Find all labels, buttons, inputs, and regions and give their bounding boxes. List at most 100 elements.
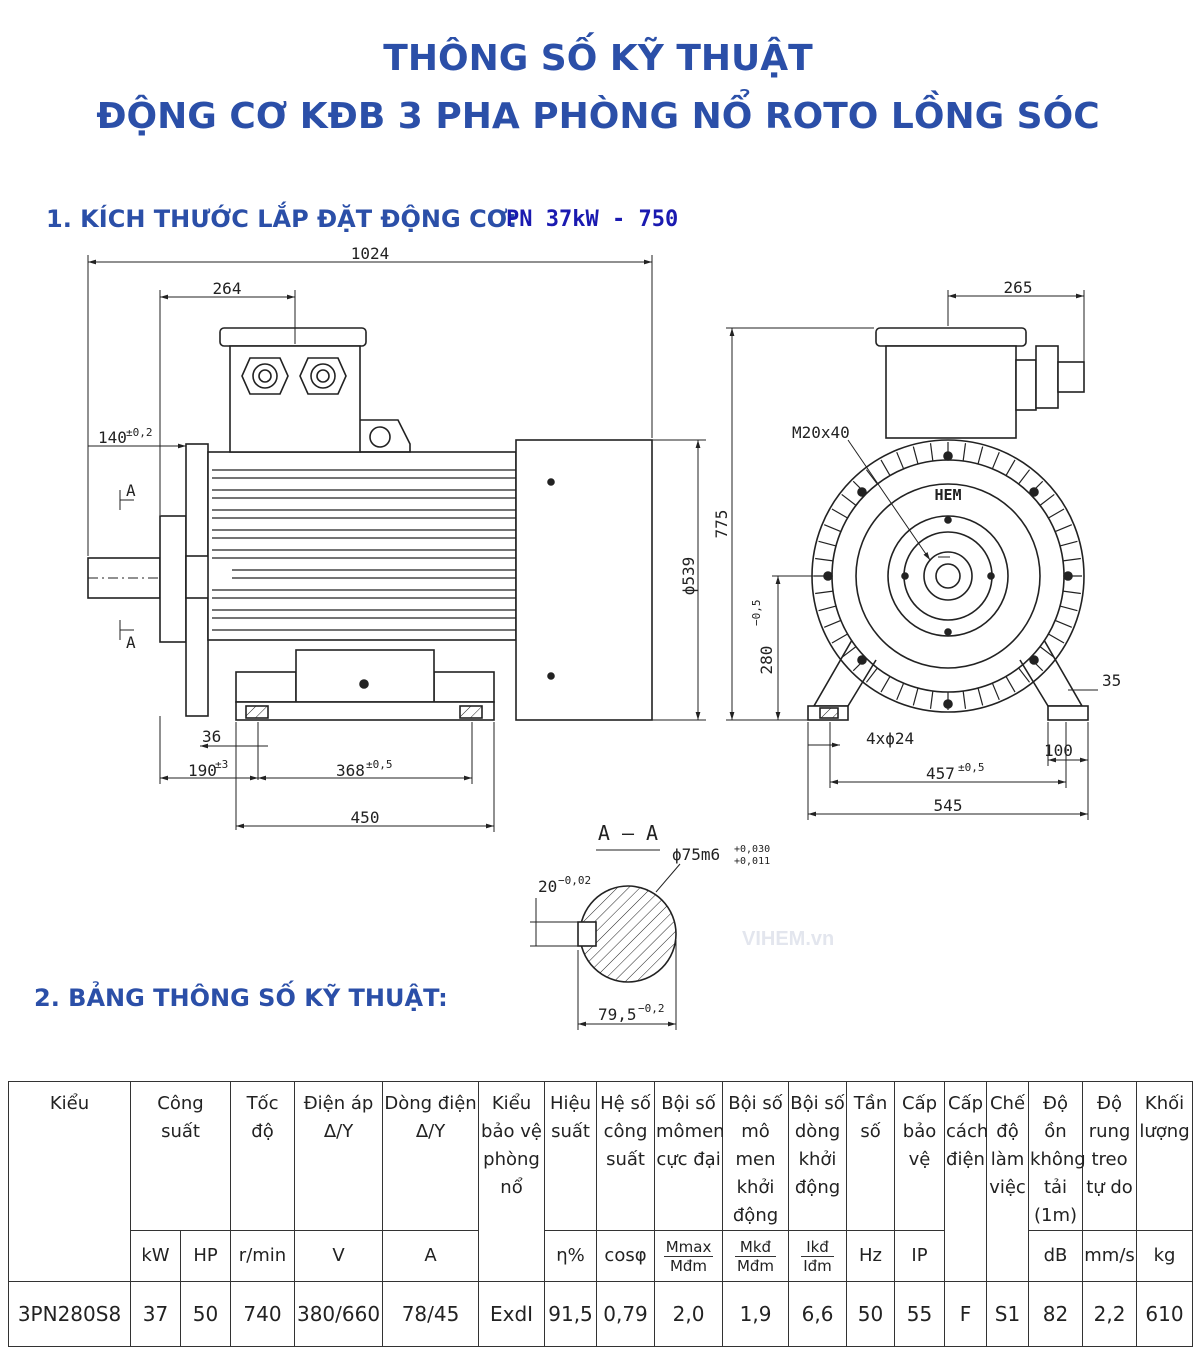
- side-view-labels: 1024 264 140 ±0,2 A A 36 190 ±3 368 ±0,5…: [98, 244, 698, 827]
- dim-450: 450: [351, 808, 380, 827]
- cooling-fin: [896, 682, 905, 701]
- section2-heading: 2. BẢNG THÔNG SỐ KỸ THUẬT:: [34, 984, 448, 1012]
- dim-140: 140: [98, 428, 127, 447]
- unit-kg: kg: [1136, 1230, 1194, 1282]
- dim-36: 36: [202, 727, 221, 746]
- cooling-fin: [1054, 619, 1073, 628]
- dim-1024: 1024: [351, 244, 390, 263]
- cooling-fin: [929, 443, 934, 462]
- cell-rpm: 740: [230, 1281, 296, 1347]
- shaft-depth-tol: −0,2: [638, 1002, 665, 1015]
- section1-heading: 1. KÍCH THƯỚC LẮP ĐẶT ĐỘNG CƠ:: [46, 205, 518, 233]
- section-aa: [530, 849, 681, 1030]
- dim-190: 190: [188, 761, 217, 780]
- dim-545: 545: [934, 796, 963, 815]
- cooling-fin: [977, 687, 984, 706]
- cooling-fin: [823, 619, 842, 628]
- cooling-fin: [896, 451, 905, 470]
- cooling-fin: [815, 590, 834, 595]
- cell-efficiency: 91,5: [544, 1281, 598, 1347]
- key-width: 20: [538, 877, 557, 896]
- dim-35: 35: [1102, 671, 1121, 690]
- unit-hp: HP: [179, 1230, 232, 1282]
- shaft-diameter: ϕ75m6: [672, 845, 720, 864]
- cooling-fin: [1018, 469, 1031, 485]
- front-view-labels: 265 775 280 −0,5 M20x40 HEM 35 4xϕ24 100…: [712, 278, 1121, 815]
- cell-voltage: 380/660: [294, 1281, 384, 1347]
- unit-kw: kW: [130, 1230, 181, 1282]
- section-aa-labels: A – A ϕ75m6 +0,030 +0,011 20 −0,02 79,5 …: [538, 821, 770, 1024]
- cooling-fin: [991, 682, 1000, 701]
- tol-190: ±3: [215, 758, 228, 771]
- key-tol: −0,02: [558, 874, 591, 887]
- shaft-depth: 79,5: [598, 1005, 637, 1024]
- cell-frequency: 50: [846, 1281, 896, 1347]
- cell-ip: 55: [894, 1281, 946, 1347]
- section-title: A – A: [598, 821, 658, 845]
- cell-protection: ExdI: [478, 1281, 546, 1347]
- cooling-fin: [1059, 605, 1078, 612]
- cooling-fin: [912, 446, 919, 465]
- hdr-kieu: Kiểu: [8, 1081, 131, 1282]
- cooling-fin: [962, 443, 967, 462]
- cooling-fin: [1048, 633, 1065, 644]
- dim-100: 100: [1044, 741, 1073, 760]
- cooling-fin: [880, 676, 891, 693]
- cooling-fin: [865, 667, 878, 683]
- unit-rpm: r/min: [230, 1230, 296, 1282]
- dim-265: 265: [1004, 278, 1033, 297]
- section-mark-top: A: [126, 481, 136, 500]
- cell-max-torque: 2,0: [654, 1281, 724, 1347]
- cell-duty: S1: [986, 1281, 1030, 1347]
- cooling-fin: [823, 524, 842, 533]
- table-row: 3PN280S8 37 50 740 380/660 78/45 ExdI 91…: [8, 1281, 1194, 1347]
- cooling-fin: [865, 469, 878, 485]
- cooling-fin: [1059, 540, 1078, 547]
- cooling-fin: [841, 646, 857, 659]
- page-title-line2: ĐỘNG CƠ KĐB 3 PHA PHÒNG NỔ ROTO LỒNG SÓC: [96, 96, 1100, 137]
- cooling-fin: [1005, 459, 1016, 476]
- cooling-fin: [991, 451, 1000, 470]
- cooling-fin: [1039, 646, 1055, 659]
- cell-current: 78/45: [382, 1281, 480, 1347]
- cell-kieu: 3PN280S8: [8, 1281, 131, 1347]
- cell-kw: 37: [130, 1281, 181, 1347]
- cooling-fin: [1062, 557, 1081, 562]
- front-view-dimensions: [726, 290, 1098, 820]
- cooling-fin: [815, 557, 834, 562]
- dim-diameter: ϕ539: [679, 557, 698, 596]
- dim-368: 368: [336, 761, 365, 780]
- cooling-fin: [841, 493, 857, 506]
- motor-model: PN 37kW - 750: [506, 207, 679, 232]
- unit-ip: IP: [894, 1230, 946, 1282]
- cell-start-torque: 1,9: [722, 1281, 790, 1347]
- logo-label: HEM: [934, 486, 961, 504]
- dim-holes: 4xϕ24: [866, 729, 914, 748]
- cooling-fin: [831, 633, 848, 644]
- unit-a: A: [382, 1230, 480, 1282]
- unit-mms: mm/s: [1082, 1230, 1138, 1282]
- unit-hz: Hz: [846, 1230, 896, 1282]
- cell-vibration: 2,2: [1082, 1281, 1138, 1347]
- cooling-fin: [1062, 590, 1081, 595]
- tol-140: ±0,2: [126, 426, 153, 439]
- cell-start-current: 6,6: [788, 1281, 848, 1347]
- cooling-fin: [1005, 676, 1016, 693]
